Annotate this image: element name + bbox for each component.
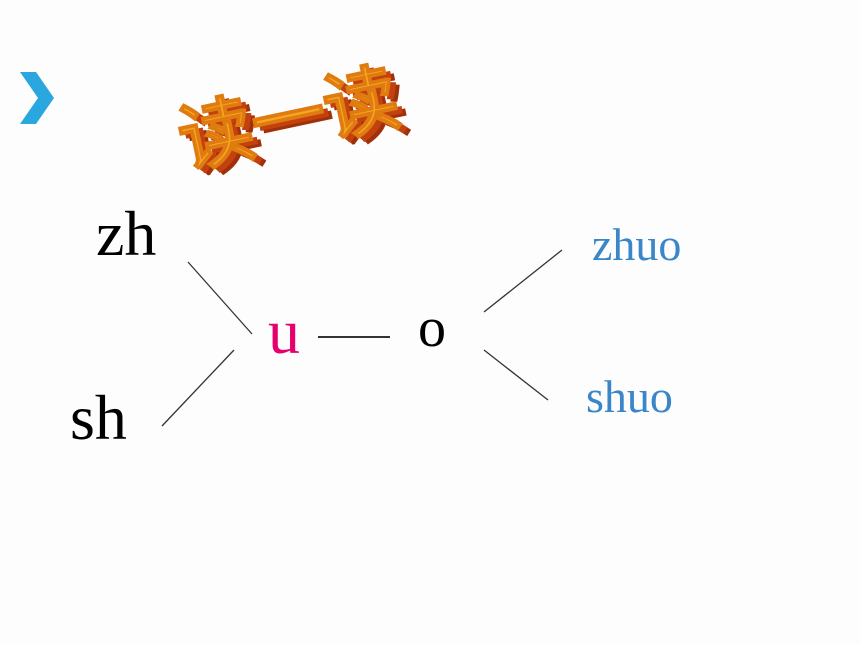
initial-sh: sh xyxy=(70,382,127,453)
line-sh-to-u xyxy=(161,349,235,427)
result-shuo: shuo xyxy=(586,371,673,422)
chevron-right-icon[interactable] xyxy=(16,70,56,126)
title-3d-text: 读一读 读一读 读一读 xyxy=(170,54,415,190)
line-zh-to-u xyxy=(187,261,253,335)
result-zhuo: zhuo xyxy=(592,219,682,270)
line-o-to-zhuo xyxy=(483,249,563,313)
line-o-to-shuo xyxy=(483,349,549,401)
medial-u: u xyxy=(268,296,300,367)
initial-zh: zh xyxy=(96,198,157,269)
final-o: o xyxy=(418,297,446,359)
